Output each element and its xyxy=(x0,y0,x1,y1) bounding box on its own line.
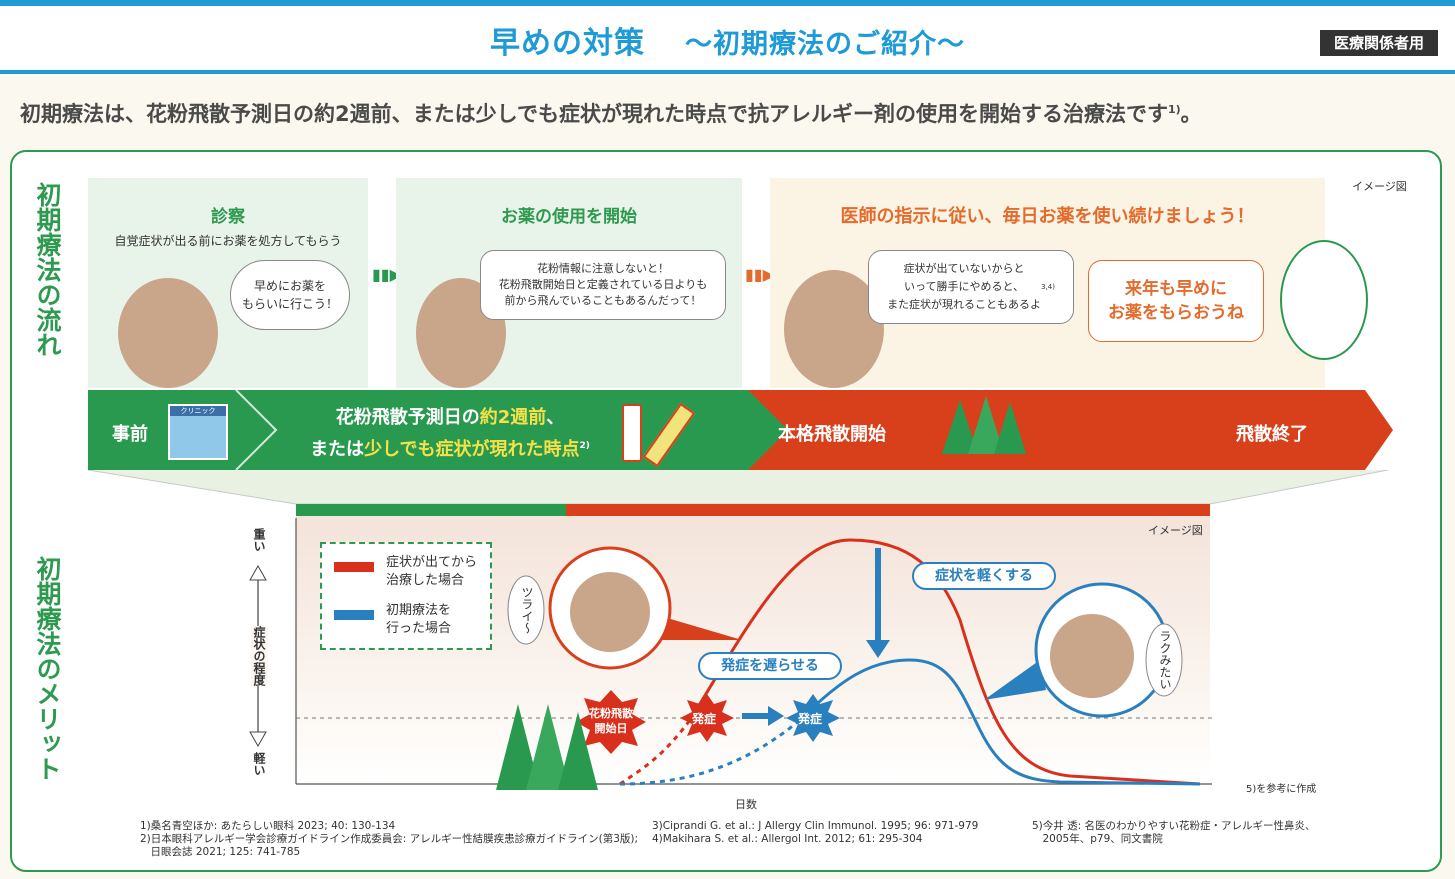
legend-label-early: 初期療法を 行った場合 xyxy=(386,603,452,636)
reference-3-4: 3)Ciprandi G. et al.: J Allergy Clin Imm… xyxy=(652,820,979,845)
medicine-bottle-icon xyxy=(622,404,642,462)
relief-bubble-text: ラクみたい xyxy=(1158,630,1172,690)
y-axis-title: 症状の程度 xyxy=(251,626,268,686)
speech-bubble: 花粉情報に注意しないと！ 花粉飛散開始日と定義されている日よりも 前から飛んでい… xyxy=(480,250,726,320)
phase-bar-red xyxy=(566,504,1210,516)
reference-1: 1)桑名青空ほか: あたらしい眼科 2023; 40: 130-134 xyxy=(140,820,396,832)
legend-label-untreated: 症状が出てから 治療した場合 xyxy=(386,555,478,588)
pollen-trees-icon xyxy=(936,392,1034,462)
pollen-start-label: 花粉飛散 開始日 xyxy=(589,707,633,735)
timeline-arrow-tip xyxy=(1365,390,1393,470)
panel-title: 医師の指示に従い、毎日お薬を使い続けましょう！ xyxy=(840,206,1255,227)
image-note: イメージ図 xyxy=(1148,524,1203,537)
t: 2) xyxy=(579,441,590,451)
band-before-label: 事前 xyxy=(112,424,148,445)
legend-swatch-blue xyxy=(334,610,374,620)
band-timing-text: 花粉飛散予測日の約2週前、 または少しでも症状が現れた時点2) xyxy=(290,404,610,464)
x-axis-title: 日数 xyxy=(735,798,757,811)
reference-2: 2)日本眼科アレルギー学会診療ガイドライン作成委員会: アレルギー性結膜疾患診療… xyxy=(140,833,639,858)
pain-bubble-text: ツライ～ xyxy=(520,586,534,634)
t: 、 xyxy=(546,407,565,428)
clinic-sign: クリニック xyxy=(170,406,226,416)
speech-bubble: 早めにお薬を もらいに行こう！ xyxy=(230,260,350,330)
panel-continue-medication: 医師の指示に従い、毎日お薬を使い続けましょう！ 症状が出ていないからと いって勝… xyxy=(770,178,1368,388)
lead-text: 初期療法は、花粉飛散予測日の約2週前、または少しでも症状が現れた時点で抗アレルギ… xyxy=(20,98,1440,128)
header-bottom-rule xyxy=(0,70,1455,74)
t: または xyxy=(310,439,365,460)
legend-swatch-red xyxy=(334,562,374,572)
delay-onset-label: 発症を遅らせる xyxy=(698,652,842,680)
t: 約2週前 xyxy=(479,407,547,428)
band-end-label: 飛散終了 xyxy=(1236,424,1308,445)
bubble-ref: 3,4) xyxy=(1041,283,1055,291)
header-top-rule xyxy=(0,0,1455,6)
untreated-curve xyxy=(688,538,1201,786)
woman-portrait xyxy=(1280,240,1368,360)
header xyxy=(0,0,1455,76)
speech-bubble-next-year: 来年も早めに お薬をもらおうね xyxy=(1088,260,1264,342)
band-chevrons xyxy=(235,390,788,470)
early-therapy-curve-presymptom xyxy=(619,718,801,786)
panel-subtitle: 自覚症状が出る前にお薬を処方してもらう xyxy=(114,234,342,248)
t: 花粉飛散予測日の xyxy=(335,407,480,428)
clinic-building-icon: クリニック xyxy=(168,404,228,460)
lead-end: 。 xyxy=(1180,102,1202,126)
early-therapy-curve xyxy=(798,658,1201,786)
chevron-right-icon: ▮▮▶ xyxy=(372,265,402,284)
chevron-right-icon: ▮▮▶ xyxy=(745,265,775,284)
untreated-curve-presymptom xyxy=(619,719,692,786)
panel-start-medication: お薬の使用を開始 花粉情報に注意しないと！ 花粉飛散開始日と定義されている日より… xyxy=(396,178,742,388)
panel-title: お薬の使用を開始 xyxy=(501,207,637,227)
merit-section-label: 初期療法のメリット xyxy=(33,556,62,781)
band-line1: 花粉飛散予測日の約2週前、 xyxy=(290,404,610,432)
woman-illustration xyxy=(784,270,884,388)
woman-illustration xyxy=(118,278,218,388)
panel-title: 診察 xyxy=(211,207,245,227)
title-main: 早めの対策 xyxy=(490,26,645,61)
image-note: イメージ図 xyxy=(1352,180,1407,193)
band-line2: または少しでも症状が現れた時点2) xyxy=(290,432,610,464)
phase-bar-green xyxy=(296,504,566,516)
title-subtitle: ～初期療法のご紹介～ xyxy=(685,29,965,60)
lighten-symptoms-label: 症状を軽くする xyxy=(912,562,1056,590)
flow-section-label: 初期療法の流れ xyxy=(33,182,62,357)
lead-body: 初期療法は、花粉飛散予測日の約2週前、または少しでも症状が現れた時点で抗アレルギ… xyxy=(20,102,1168,126)
onset-blue-label: 発症 xyxy=(798,712,823,726)
timeline-band-red xyxy=(740,390,1365,470)
y-axis-top-label: 重い xyxy=(252,528,266,552)
y-axis-bottom-label: 軽い xyxy=(252,752,266,776)
panel-consultation: 診察 自覚症状が出る前にお薬を処方してもらう 早めにお薬を もらいに行こう！ xyxy=(88,178,368,388)
source-note: 5)を参考に作成 xyxy=(1246,784,1317,795)
lead-ref: 1) xyxy=(1167,103,1181,116)
chart-legend: 症状が出てから 治療した場合 初期療法を 行った場合 xyxy=(320,542,492,650)
onset-red-label: 発症 xyxy=(692,712,717,726)
bubble-text: 症状が出ていないからと いって勝手にやめると、 また症状が現れることもあるよ xyxy=(887,262,1042,311)
band-start-label: 本格飛散開始 xyxy=(778,424,886,445)
audience-badge: 医療関係者用 xyxy=(1320,30,1438,56)
reference-5: 5)今井 透: 名医のわかりやすい花粉症・アレルギー性鼻炎、 2005年、p79… xyxy=(1032,820,1316,845)
page-title: 早めの対策 ～初期療法のご紹介～ xyxy=(0,18,1455,62)
t: 少しでも症状が現れた時点 xyxy=(364,439,580,460)
